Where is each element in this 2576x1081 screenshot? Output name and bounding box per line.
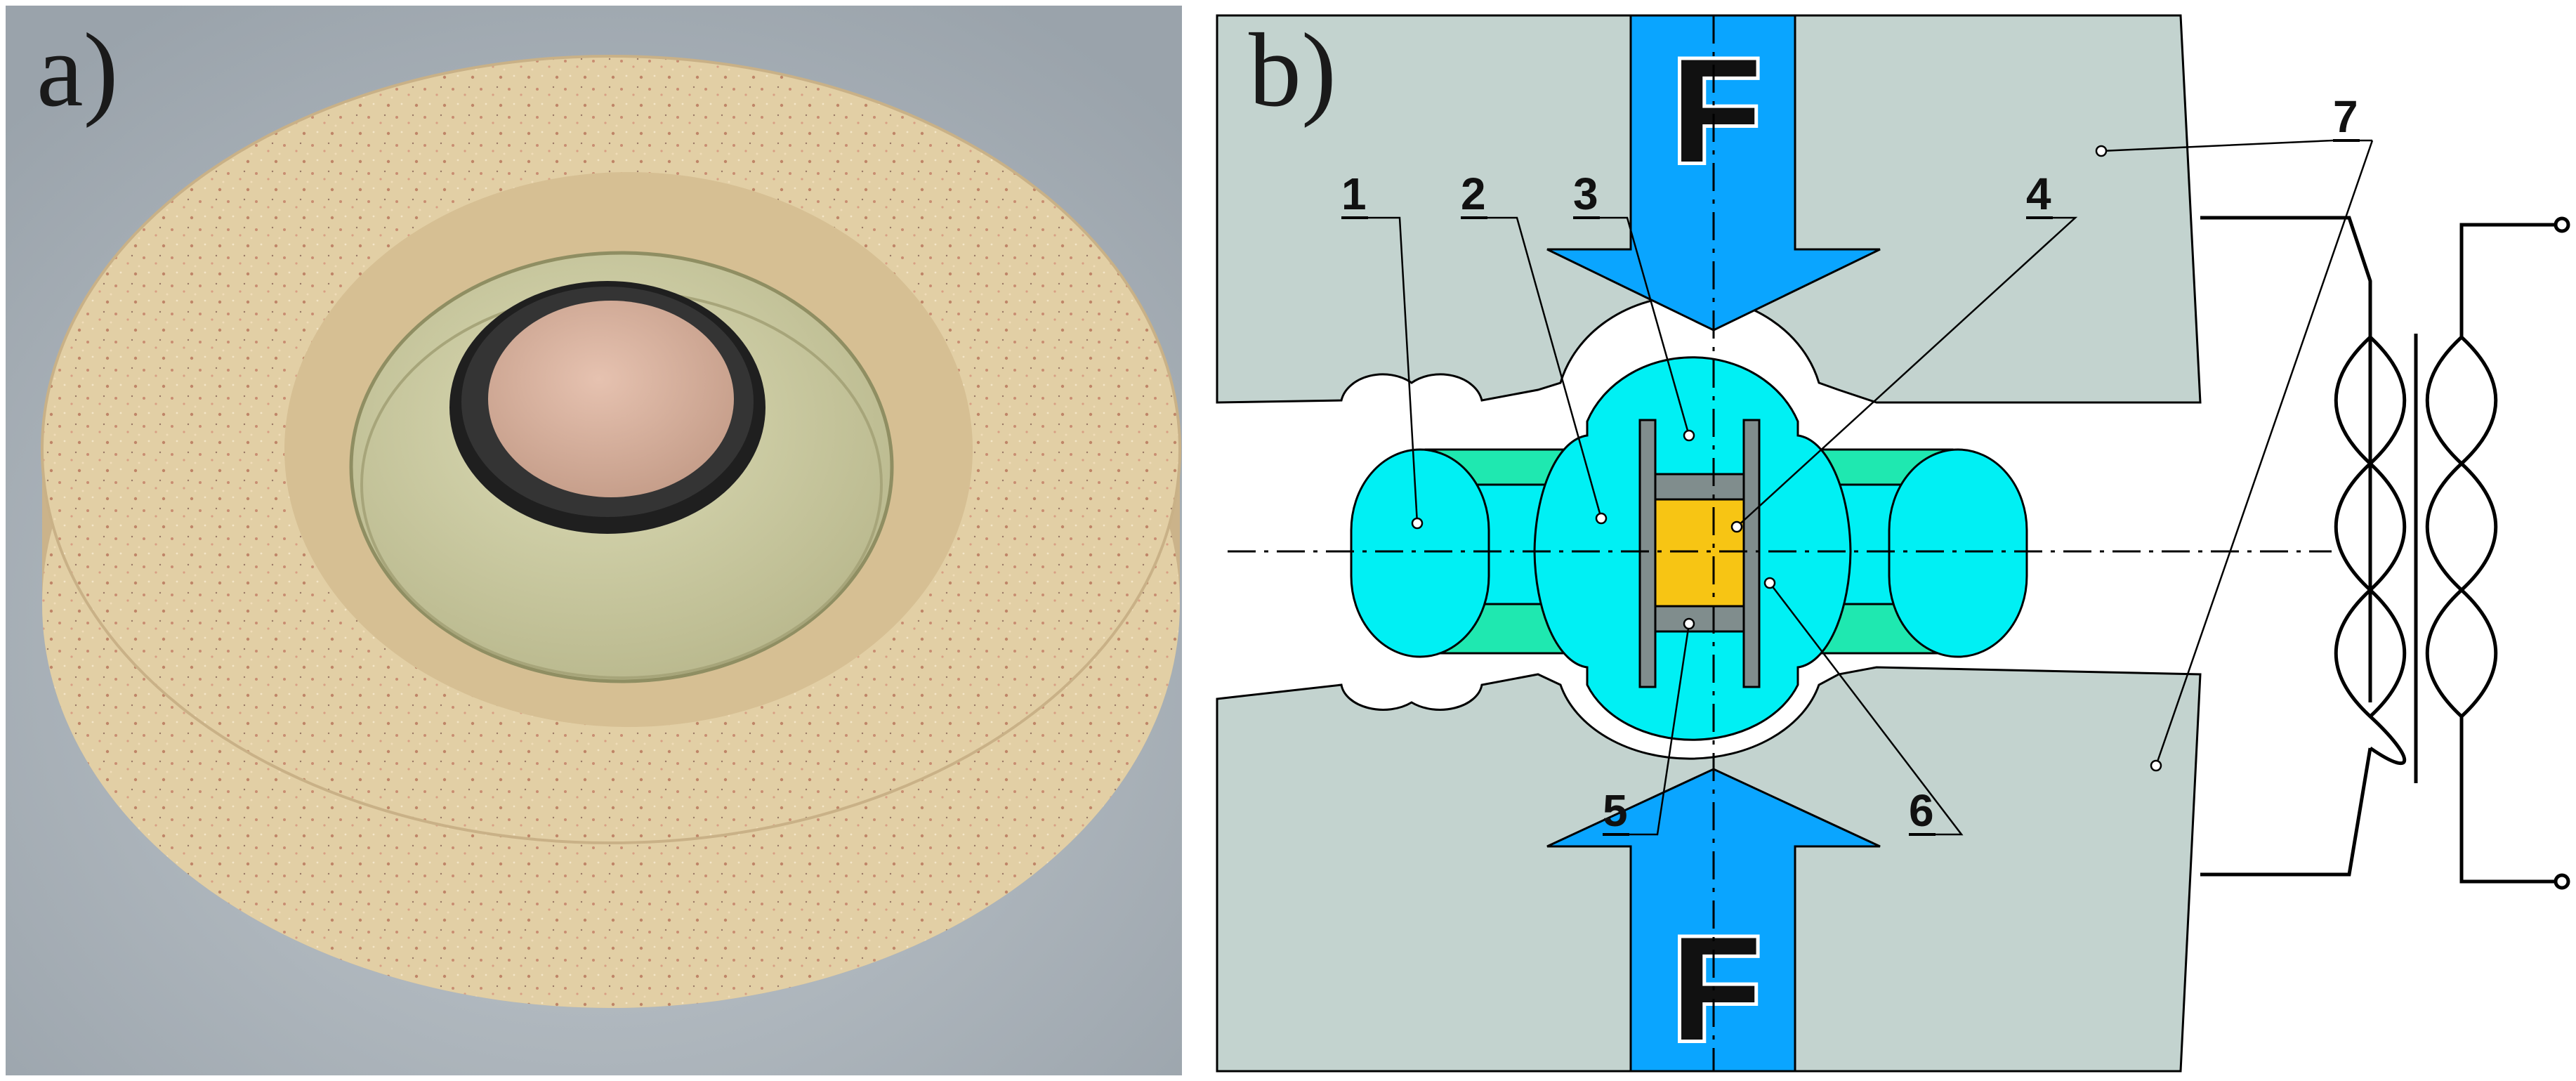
leader-dot-4: [1730, 520, 1743, 533]
leader-dot-6: [1763, 577, 1776, 589]
leader-dot-7b: [2150, 759, 2162, 772]
sample: [1654, 498, 1745, 608]
wire-bottom: [2200, 747, 2372, 877]
callout-underlines: [1341, 139, 2360, 836]
leader-dot-3: [1683, 429, 1695, 442]
callout-3: 3: [1573, 169, 1598, 219]
callout-5: 5: [1603, 785, 1628, 836]
transformer: [2200, 216, 2570, 890]
callout-2: 2: [1461, 169, 1486, 219]
secondary-wire-top: [2459, 223, 2556, 337]
wire-top: [2200, 216, 2372, 702]
panel-b-diagram: F F: [1194, 0, 2576, 1081]
leader-7b: [2155, 140, 2374, 766]
callout-4: 4: [2026, 169, 2051, 219]
graphite-foil-right: [1742, 419, 1761, 688]
force-label-bottom: F: [1671, 906, 1761, 1071]
force-label-top: F: [1671, 28, 1761, 193]
leader-dot-5: [1683, 617, 1695, 630]
leader-dots: [1411, 145, 2162, 772]
leader-dot-1: [1411, 517, 1424, 530]
callout-6: 6: [1909, 785, 1934, 836]
panel-a-label: a): [37, 12, 119, 129]
coil-mirror: [2334, 336, 2407, 718]
terminal-bottom: [2554, 873, 2570, 890]
callout-1: 1: [1341, 169, 1367, 219]
die-lobe-right: [1888, 448, 2028, 658]
coil-right: [2425, 336, 2498, 718]
leader-dot-7a: [2095, 145, 2108, 157]
spacer-bottom: [1654, 605, 1745, 633]
die-lobe-left: [1350, 448, 1490, 658]
spacer-top: [1654, 473, 1745, 501]
graphite-foil-left: [1638, 419, 1657, 688]
die-assembly: [1350, 356, 2028, 741]
leader-dot-2: [1595, 512, 1608, 525]
terminal-top: [2554, 216, 2570, 233]
sample-top: [488, 301, 734, 497]
coil-mirror-right: [2425, 336, 2498, 718]
panel-b-label: b): [1249, 12, 1336, 129]
secondary-wire-bottom: [2459, 716, 2556, 884]
panel-a-photo: a): [6, 6, 1182, 1075]
callout-7: 7: [2333, 91, 2358, 142]
